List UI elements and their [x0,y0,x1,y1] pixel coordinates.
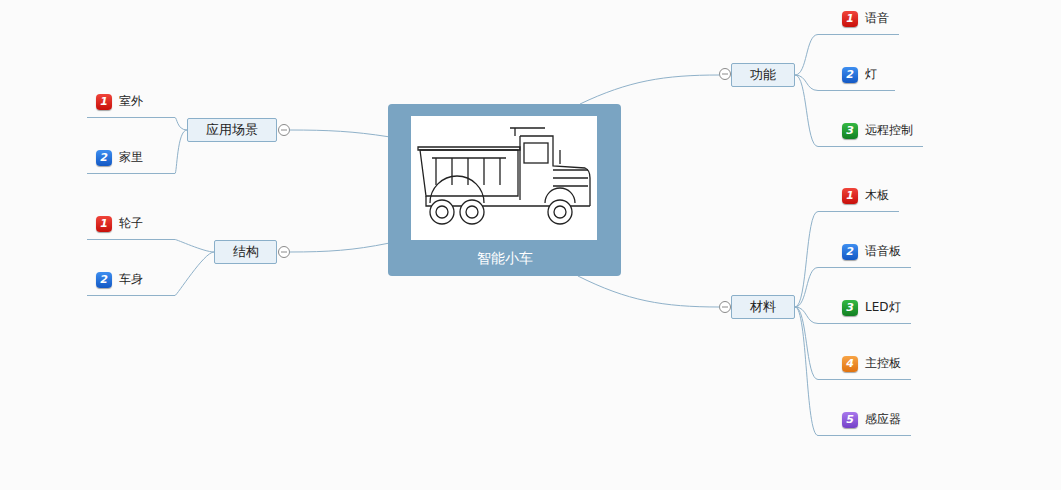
leaf-topic: 3 LED灯 [818,292,911,324]
branch-topic: 功能 [731,63,795,87]
callout-number: 2 [96,272,112,288]
topic-text: 语音 [865,10,889,27]
topic-text: 远程控制 [865,122,913,139]
topic-text: 车身 [119,271,143,288]
topic-text: 语音板 [865,243,901,260]
branch-connector [578,276,720,307]
center-panel [388,104,621,276]
branch-connector [175,252,214,296]
topic-text: 家里 [119,149,143,166]
leaf-topic: 2 家里 [87,142,175,174]
topic-text: 应用场景 [206,121,258,139]
branch-connector [795,307,818,436]
topic-text: 感应器 [865,411,901,428]
topic-text: 材料 [750,298,776,316]
callout-number: 3 [842,300,858,316]
callout-number: 1 [96,216,112,232]
central-topic: 智能小车 [388,104,621,276]
truck-drawing [418,128,590,224]
branch-topic: 材料 [731,295,795,319]
branch-connector [290,130,389,137]
callout-number: 1 [842,188,858,204]
leaf-topic: 1 木板 [818,180,899,212]
callout-number: 3 [842,123,858,139]
branch-topic: 应用场景 [187,118,277,142]
topic-text: 智能小车 [388,250,621,268]
leaf-topic: 2灯 [818,59,895,91]
leaf-topic: 3 远程控制 [818,115,923,147]
branch-connector [175,130,187,174]
leaf-topic: 2 车身 [87,264,175,296]
leaf-topic: 4 主控板 [818,348,911,380]
branch-connector [290,243,389,252]
branch-connector [795,75,818,147]
topic-text: 木板 [865,187,889,204]
leaf-topic: 5 感应器 [818,404,911,436]
picture-frame [411,116,597,240]
branch-connector [795,35,818,76]
leaf-topic: 1 语音 [818,3,899,35]
leaf-topic: 1 室外 [87,86,175,118]
branch-connector [175,240,214,253]
branch-connector [580,75,720,104]
branch-connector [795,212,818,308]
callout-number: 2 [96,150,112,166]
topic-text: LED灯 [865,299,901,316]
leaf-topic: 1 轮子 [87,208,175,240]
collapse-toggle [279,69,731,313]
topic-text: 主控板 [865,355,901,372]
topic-text: 灯 [865,66,877,83]
leaf-topic: 2 语音板 [818,236,911,268]
topic-text: 轮子 [119,215,143,232]
callout-number: 2 [842,244,858,260]
callout-number: 4 [842,356,858,372]
branch-topic: 结构 [214,240,277,264]
topic-text: 功能 [750,66,776,84]
callout-number: 5 [842,412,858,428]
branch-connector [175,118,187,131]
topic-text: 结构 [233,243,259,261]
callout-number: 2 [842,67,858,83]
branch-connector [795,268,818,308]
topic-text: 室外 [119,93,143,110]
callout-number: 1 [842,11,858,27]
callout-number: 1 [96,94,112,110]
